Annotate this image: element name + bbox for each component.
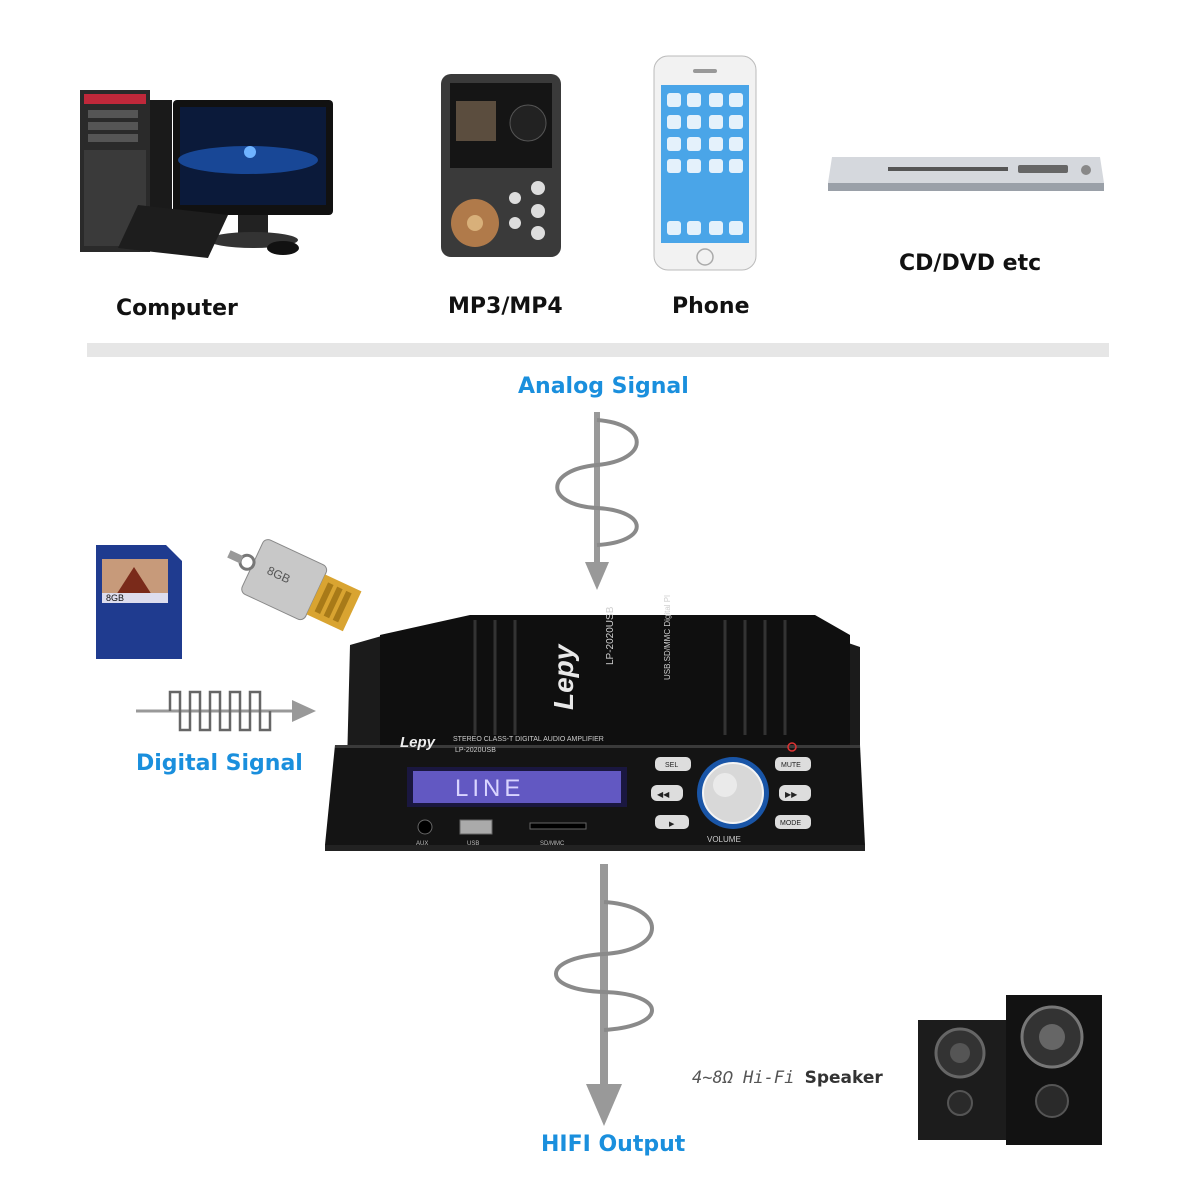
usb-port-label: USB <box>467 841 479 847</box>
mp3-label: MP3/MP4 <box>448 294 563 319</box>
phone-image <box>653 55 757 271</box>
mp3-player-image <box>440 73 562 258</box>
amp-model: LP-2020USB <box>455 747 496 754</box>
sd-card-capacity: 8GB <box>106 593 124 603</box>
usb-drive-image: 8GB <box>218 522 364 654</box>
sel-button-label: SEL <box>665 762 678 769</box>
amp-subtitle: STEREO CLASS-T DIGITAL AUDIO AMPLIFIER <box>453 736 604 743</box>
amplifier-image: Lepy LP-2020USB USB.SD/MMC Digital Playe… <box>325 595 865 851</box>
power-icon[interactable] <box>787 742 797 752</box>
svg-text:▶▶: ▶▶ <box>785 790 798 799</box>
amp-top-brand: Lepy <box>548 643 579 710</box>
amp-display-text: LINE <box>455 775 524 802</box>
next-button[interactable] <box>779 785 811 801</box>
mode-button-label: MODE <box>780 820 801 827</box>
phone-label: Phone <box>672 294 750 319</box>
digital-signal-wave <box>136 690 316 732</box>
analog-signal-label: Analog Signal <box>518 374 689 399</box>
speaker-label: 4~8Ω Hi-Fi Speaker <box>692 1068 883 1088</box>
sd-port-label: SD/MMC <box>540 841 565 847</box>
output-signal-wave <box>554 864 654 1126</box>
speaker-name: Speaker <box>804 1068 883 1088</box>
cd-dvd-label: CD/DVD etc <box>899 251 1042 276</box>
amp-top-model: LP-2020USB <box>605 606 616 665</box>
prev-button[interactable] <box>651 785 683 801</box>
computer-image <box>78 80 340 265</box>
mute-button-label: MUTE <box>781 762 801 769</box>
amp-brand: Lepy <box>400 734 436 751</box>
amp-top-text: USB.SD/MMC Digital Player <box>663 595 672 680</box>
mute-button[interactable] <box>775 757 811 771</box>
sel-button[interactable] <box>655 757 691 771</box>
analog-signal-wave <box>555 412 639 590</box>
dvd-player-image <box>828 153 1104 195</box>
svg-text:◀◀: ◀◀ <box>657 790 670 799</box>
svg-text:▶: ▶ <box>669 821 675 828</box>
play-button[interactable] <box>655 815 689 829</box>
speaker-impedance: 4~8Ω Hi-Fi <box>692 1068 805 1088</box>
volume-label: VOLUME <box>707 835 741 844</box>
hifi-output-label: HIFI Output <box>541 1132 686 1157</box>
sd-card-image: 8GB <box>96 545 182 659</box>
speakers-image <box>918 995 1102 1145</box>
digital-signal-label: Digital Signal <box>136 751 303 776</box>
computer-label: Computer <box>116 296 238 321</box>
divider <box>87 343 1109 357</box>
mode-button[interactable] <box>775 815 811 829</box>
aux-port-label: AUX <box>416 841 428 847</box>
